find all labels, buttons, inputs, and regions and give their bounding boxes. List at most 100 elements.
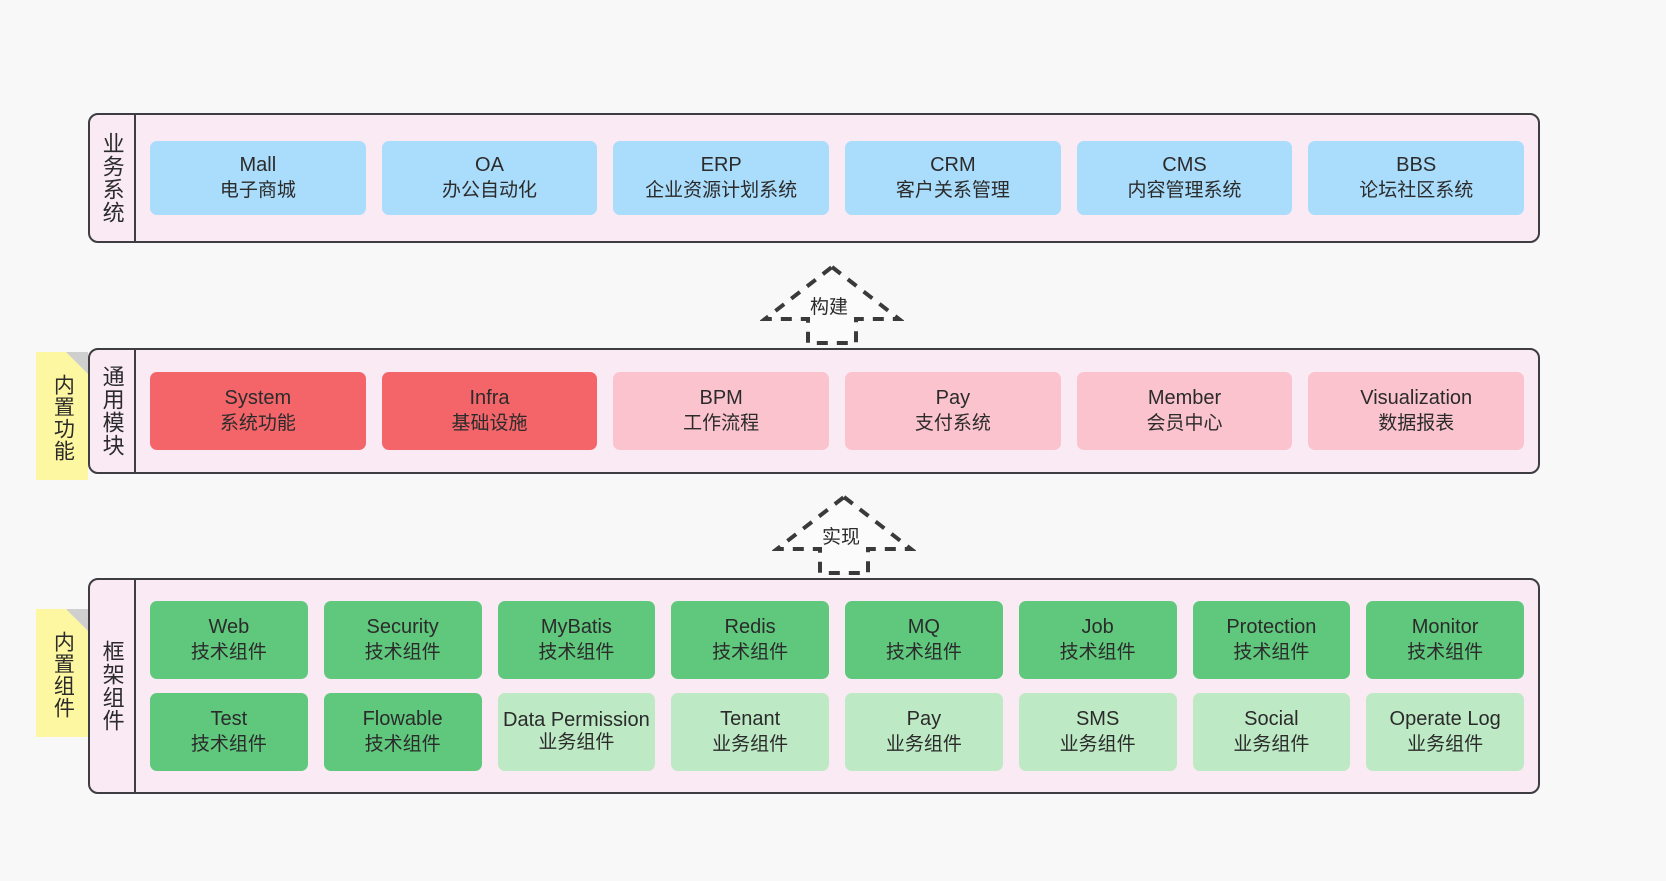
module-name-cn: 业务组件 [885, 733, 962, 755]
module-name-cn: 业务组件 [1233, 733, 1310, 755]
module-name-en: Social [1244, 708, 1299, 731]
sticky-note-builtin-features: 内置功能 [36, 352, 88, 480]
module-name-cn: 内容管理系统 [1127, 179, 1242, 201]
module-name-en: CRM [930, 154, 976, 177]
module-name-en: SMS [1075, 708, 1120, 731]
module-name-en: BPM [699, 387, 743, 410]
module-name-en: Test [210, 708, 248, 731]
module-box-flowable[interactable]: Flowable 技术组件 [323, 693, 482, 771]
connector-label-build: 构建 [810, 297, 849, 318]
connector-build: 构建 [760, 262, 904, 348]
layer-business-system: 业务系统 Mall 电子商城 OA 办公自动化 ERP 企业资源计划系统 CRM… [88, 113, 1540, 243]
connector-label-implement: 实现 [822, 527, 861, 548]
module-box-system[interactable]: System 系统功能 [150, 372, 366, 450]
module-box-redis[interactable]: Redis 技术组件 [671, 601, 829, 679]
module-name-cn: 技术组件 [364, 733, 441, 755]
module-name-cn: 技术组件 [364, 641, 441, 663]
module-box-tenant[interactable]: Tenant 业务组件 [671, 693, 829, 771]
module-name-en: Member [1147, 387, 1222, 410]
module-name-en: Redis [724, 616, 776, 639]
box-row: Test 技术组件 Flowable 技术组件 Data Permission … [150, 693, 1524, 771]
module-box-bbs[interactable]: BBS 论坛社区系统 [1308, 141, 1525, 215]
module-name-cn: 技术组件 [190, 641, 267, 663]
layer-body-common-modules: System 系统功能 Infra 基础设施 BPM 工作流程 Pay 支付系统… [136, 350, 1538, 472]
module-name-cn: 客户关系管理 [895, 179, 1010, 201]
module-name-en: Pay [906, 708, 942, 731]
module-name-cn: 技术组件 [885, 641, 962, 663]
sticky-note-label: 内置功能 [51, 374, 75, 462]
module-name-cn: 论坛社区系统 [1359, 179, 1474, 201]
module-name-cn: 工作流程 [683, 412, 760, 434]
module-name-cn: 技术组件 [1059, 641, 1136, 663]
module-name-cn: 技术组件 [538, 641, 615, 663]
module-name-en: Data Permission [503, 708, 650, 731]
sticky-note-label: 内置组件 [51, 631, 75, 719]
dashed-hollow-arrow-icon [772, 494, 916, 575]
module-box-operate-log[interactable]: Operate Log 业务组件 [1366, 693, 1524, 771]
module-name-en: Infra [469, 387, 510, 410]
box-row: System 系统功能 Infra 基础设施 BPM 工作流程 Pay 支付系统… [150, 372, 1525, 450]
module-box-web[interactable]: Web 技术组件 [150, 601, 308, 679]
module-name-cn: 会员中心 [1146, 412, 1223, 434]
module-box-oa[interactable]: OA 办公自动化 [381, 141, 598, 215]
box-row: Web 技术组件 Security 技术组件 MyBatis 技术组件 Redi… [150, 601, 1524, 679]
module-box-mybatis[interactable]: MyBatis 技术组件 [497, 601, 656, 679]
connector-implement: 实现 [772, 492, 916, 578]
module-name-en: ERP [700, 154, 742, 177]
module-name-cn: 办公自动化 [442, 179, 538, 201]
module-name-en: Job [1081, 616, 1114, 639]
module-name-cn: 技术组件 [712, 641, 789, 663]
module-name-en: Flowable [362, 708, 443, 731]
module-box-infra[interactable]: Infra 基础设施 [381, 372, 598, 450]
module-name-en: MyBatis [540, 616, 612, 639]
layer-common-modules: 通用模块 System 系统功能 Infra 基础设施 BPM 工作流程 Pay… [88, 348, 1540, 474]
module-name-cn: 基础设施 [451, 412, 528, 434]
module-name-en: Operate Log [1389, 708, 1501, 731]
module-name-en: Monitor [1411, 616, 1479, 639]
module-box-social[interactable]: Social 业务组件 [1192, 693, 1351, 771]
module-name-cn: 企业资源计划系统 [645, 179, 798, 201]
layer-framework-components: 框架组件 Web 技术组件 Security 技术组件 MyBatis 技术组件… [88, 578, 1540, 794]
module-name-cn: 技术组件 [1407, 641, 1484, 663]
module-box-job[interactable]: Job 技术组件 [1018, 601, 1177, 679]
module-name-cn: 业务组件 [1407, 733, 1484, 755]
module-name-en: Tenant [720, 708, 781, 731]
module-name-cn: 技术组件 [1233, 641, 1310, 663]
module-box-member[interactable]: Member 会员中心 [1076, 372, 1293, 450]
module-name-cn: 数据报表 [1378, 412, 1455, 434]
module-name-en: System [224, 387, 292, 410]
module-name-en: Web [208, 616, 250, 639]
module-box-data-permission[interactable]: Data Permission 业务组件 [497, 693, 656, 771]
module-name-en: BBS [1396, 154, 1437, 177]
module-box-mq[interactable]: MQ 技术组件 [845, 601, 1003, 679]
module-name-en: Pay [935, 387, 971, 410]
note-fold-icon [66, 352, 88, 374]
module-name-en: Visualization [1360, 387, 1473, 410]
module-box-crm[interactable]: CRM 客户关系管理 [845, 141, 1061, 215]
module-name-cn: 技术组件 [190, 733, 267, 755]
module-name-cn: 支付系统 [914, 412, 991, 434]
module-box-security[interactable]: Security 技术组件 [323, 601, 482, 679]
module-box-test[interactable]: Test 技术组件 [150, 693, 308, 771]
module-name-en: OA [475, 154, 504, 177]
module-box-protection[interactable]: Protection 技术组件 [1192, 601, 1351, 679]
layer-title-framework-components: 框架组件 [90, 580, 136, 792]
module-box-cms[interactable]: CMS 内容管理系统 [1076, 141, 1293, 215]
module-name-en: Mall [239, 154, 277, 177]
module-box-sms[interactable]: SMS 业务组件 [1018, 693, 1177, 771]
note-fold-icon [66, 609, 88, 631]
module-name-en: Security [366, 616, 439, 639]
module-name-cn: 业务组件 [712, 733, 789, 755]
module-box-visualization[interactable]: Visualization 数据报表 [1308, 372, 1525, 450]
dashed-hollow-arrow-icon [760, 264, 904, 345]
module-name-en: MQ [907, 616, 940, 639]
module-box-bpm[interactable]: BPM 工作流程 [613, 372, 830, 450]
module-box-pay-business[interactable]: Pay 业务组件 [845, 693, 1003, 771]
module-box-monitor[interactable]: Monitor 技术组件 [1366, 601, 1524, 679]
sticky-note-builtin-components: 内置组件 [36, 609, 88, 737]
module-box-mall[interactable]: Mall 电子商城 [150, 141, 366, 215]
module-box-pay[interactable]: Pay 支付系统 [845, 372, 1061, 450]
module-name-cn: 业务组件 [1059, 733, 1136, 755]
module-box-erp[interactable]: ERP 企业资源计划系统 [613, 141, 830, 215]
